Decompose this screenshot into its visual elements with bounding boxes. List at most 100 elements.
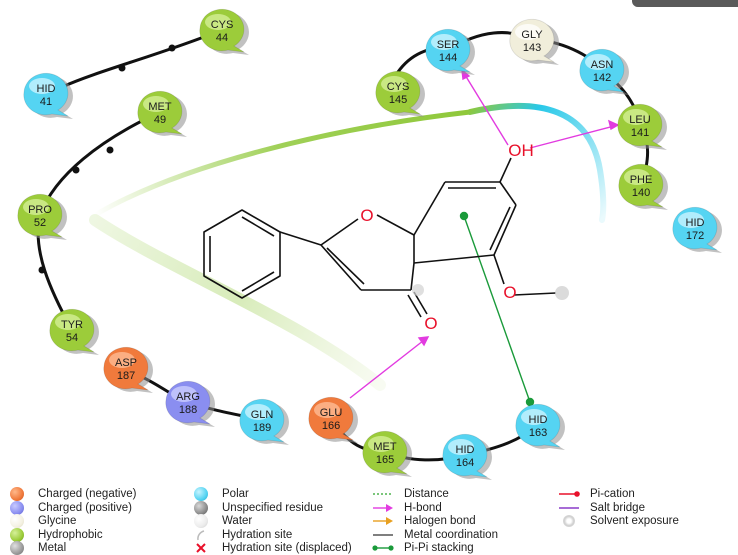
residue-name: ASP bbox=[115, 357, 137, 369]
legend-label: H-bond bbox=[404, 502, 442, 514]
charged-positive-icon bbox=[6, 501, 28, 515]
legend: Charged (negative) Charged (positive) Gl… bbox=[0, 484, 738, 555]
residue-number: 141 bbox=[631, 127, 649, 139]
legend-item: Hydration site bbox=[190, 528, 292, 542]
backbone-nodes bbox=[38, 44, 176, 274]
residue-name: HID bbox=[456, 444, 475, 456]
legend-item: Hydrophobic bbox=[6, 528, 103, 542]
legend-item: Distance bbox=[372, 487, 449, 501]
residue-name: ASN bbox=[591, 59, 614, 71]
residue-name: HID bbox=[37, 83, 56, 95]
legend-label: Hydration site (displaced) bbox=[222, 542, 352, 554]
legend-item: Halogen bond bbox=[372, 514, 476, 528]
residue-name: PHE bbox=[630, 174, 653, 186]
legend-item: Metal bbox=[6, 541, 66, 555]
residue-name: PRO bbox=[28, 204, 52, 216]
legend-item: Solvent exposure bbox=[558, 514, 679, 528]
residue-name: HID bbox=[529, 414, 548, 426]
ligand-structure bbox=[203, 157, 557, 318]
legend-label: Charged (negative) bbox=[38, 488, 137, 500]
legend-label: Hydration site bbox=[222, 529, 293, 541]
residue-name: SER bbox=[437, 39, 460, 51]
residue-name: GLU bbox=[320, 407, 343, 419]
legend-label: Water bbox=[222, 515, 253, 527]
residue-name: TYR bbox=[61, 319, 83, 331]
distance-icon bbox=[372, 487, 394, 501]
legend-label: Charged (positive) bbox=[38, 502, 132, 514]
legend-item: Glycine bbox=[6, 514, 76, 528]
residue-number: 189 bbox=[253, 422, 271, 434]
residue-number: 172 bbox=[686, 230, 704, 242]
legend-label: Solvent exposure bbox=[590, 515, 679, 527]
pi-pi-stacking-icon bbox=[372, 541, 394, 555]
solvent-exposure-methoxy bbox=[555, 286, 569, 300]
residue-name: MET bbox=[373, 441, 397, 453]
interaction-lines bbox=[349, 68, 620, 407]
binding-pocket-outline bbox=[89, 103, 607, 391]
residue-number: 164 bbox=[456, 457, 474, 469]
h-bond-icon bbox=[372, 501, 394, 515]
residue-number: 44 bbox=[216, 32, 228, 44]
pi-cation-icon bbox=[558, 487, 580, 501]
metal-coordination-icon bbox=[372, 528, 394, 542]
legend-label: Polar bbox=[222, 488, 249, 500]
residue-number: 188 bbox=[179, 404, 197, 416]
legend-label: Metal coordination bbox=[404, 529, 498, 541]
legend-label: Salt bridge bbox=[590, 502, 645, 514]
residue-name: CYS bbox=[211, 19, 234, 31]
residue-name: LEU bbox=[629, 114, 650, 126]
legend-item: Hydration site (displaced) bbox=[190, 541, 352, 555]
legend-item: Charged (negative) bbox=[6, 487, 136, 501]
water-icon bbox=[190, 514, 212, 528]
h-bond-glu166-carbonyl bbox=[349, 336, 430, 399]
hydroxyl-label: OH bbox=[508, 141, 534, 160]
salt-bridge-icon bbox=[558, 501, 580, 515]
pi-pi-stacking-hid163 bbox=[459, 211, 535, 407]
residue-number: 163 bbox=[529, 427, 547, 439]
legend-label: Halogen bond bbox=[404, 515, 476, 527]
atom-labels: OH O O O bbox=[360, 141, 533, 333]
residue-number: 41 bbox=[40, 96, 52, 108]
legend-label: Glycine bbox=[38, 515, 77, 527]
residue-number: 142 bbox=[593, 72, 611, 84]
glycine-icon bbox=[6, 514, 28, 528]
legend-item: Charged (positive) bbox=[6, 501, 132, 515]
legend-label: Unspecified residue bbox=[222, 502, 324, 514]
methoxy-oxygen-label: O bbox=[503, 283, 516, 302]
legend-item: Salt bridge bbox=[558, 501, 645, 515]
residue-number: 145 bbox=[389, 94, 407, 106]
legend-item: H-bond bbox=[372, 501, 442, 515]
hydration-site-displaced-icon bbox=[190, 541, 212, 555]
hydration-site-icon bbox=[190, 528, 212, 542]
solvent-exposure-carbonyl-c bbox=[412, 284, 424, 296]
residue-name: GLY bbox=[521, 29, 543, 41]
legend-label: Distance bbox=[404, 488, 449, 500]
residue-number: 49 bbox=[154, 114, 166, 126]
residue-name: MET bbox=[148, 101, 172, 113]
residue-number: 166 bbox=[322, 420, 340, 432]
carbonyl-oxygen-label: O bbox=[424, 314, 437, 333]
residue-name: HID bbox=[686, 217, 705, 229]
residue-number: 54 bbox=[66, 332, 78, 344]
